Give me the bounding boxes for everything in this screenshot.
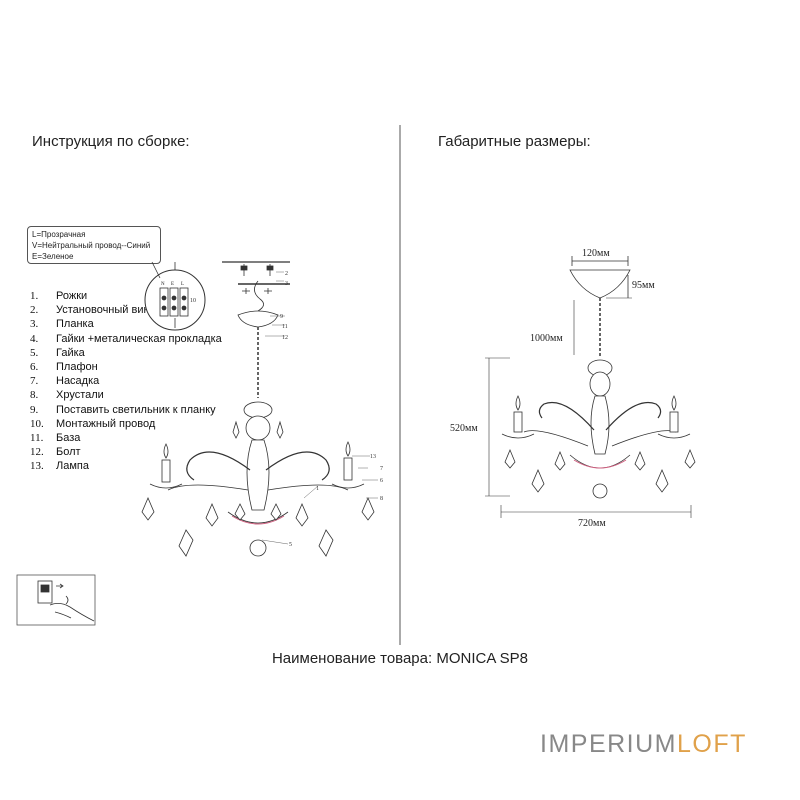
width-label: 720мм xyxy=(578,518,606,529)
callout-8: 8 xyxy=(380,496,383,502)
parts-list-item: 13.Лампа xyxy=(30,460,89,473)
parts-list-item: 11.База xyxy=(30,431,81,444)
callout-11: 11 xyxy=(282,324,288,330)
ceiling-mount-drawing: 2 3 9 11 12 xyxy=(222,261,290,398)
terminal-n-label: N xyxy=(161,282,165,287)
wiring-detail: N E L 10 xyxy=(144,261,206,331)
brand-logo-part2: LOFT xyxy=(677,730,747,758)
callout-5: 5 xyxy=(289,542,292,548)
parts-list-item: 7.Насадка xyxy=(30,375,100,388)
parts-list-item: 10.Монтажный провод xyxy=(30,417,156,430)
callout-12: 12 xyxy=(282,335,288,341)
parts-list-item: 8.Хрустали xyxy=(30,389,104,402)
assembly-heading: Инструкция по сборке: xyxy=(32,133,190,150)
body-height-label: 520мм xyxy=(450,423,478,434)
callout-3: 3 xyxy=(285,281,288,287)
callout-6: 6 xyxy=(380,478,383,484)
callout-9: 9 xyxy=(280,314,283,320)
dimensions-heading: Габаритные размеры: xyxy=(438,133,591,150)
legend-line-l: L=Прозрачная xyxy=(32,230,86,239)
callout-1: 1 xyxy=(316,486,319,492)
canopy-width-label: 120мм xyxy=(582,248,610,259)
callout-10: 10 xyxy=(190,298,196,304)
parts-list-item: 3.Планка xyxy=(30,318,94,331)
parts-list-item: 6.Плафон xyxy=(30,360,98,373)
dimension-drawing xyxy=(485,256,696,518)
parts-list-item: 12.Болт xyxy=(30,446,81,459)
callout-13: 13 xyxy=(370,454,376,460)
terminal-e-label: E xyxy=(171,282,174,287)
terminal-l-label: L xyxy=(181,282,184,287)
wiring-legend: L=Прозрачная V=Нейтральный провод--Синий… xyxy=(27,226,161,264)
chain-length-label: 1000мм xyxy=(530,333,563,344)
callout-7: 7 xyxy=(380,466,383,472)
product-name: Наименование товара: MONICA SP8 xyxy=(271,650,529,667)
parts-list-item: 5.Гайка xyxy=(30,346,85,359)
parts-list: 1.Рожки 2.Установочный винт 3.Планка 4.Г… xyxy=(30,289,222,473)
parts-list-item: 4.Гайки +металическая прокладка xyxy=(30,332,222,345)
callout-2: 2 xyxy=(285,271,288,277)
canopy-height-label: 95мм xyxy=(632,280,655,291)
parts-list-item: 9.Поставить светильник к планку xyxy=(30,403,216,416)
parts-list-item: 2.Установочный винт xyxy=(30,304,155,317)
legend-line-n: V=Нейтральный провод--Синий xyxy=(32,241,151,250)
brand-logo: IMPERIUMLOFT xyxy=(540,730,747,759)
switch-off-pictogram xyxy=(16,574,96,626)
parts-list-item: 1.Рожки xyxy=(30,290,88,302)
legend-line-e: E=Зеленое xyxy=(32,252,74,261)
brand-logo-part1: IMPERIUM xyxy=(540,730,677,758)
chandelier-assembly-drawing: 13 7 6 8 1 5 xyxy=(141,401,383,557)
